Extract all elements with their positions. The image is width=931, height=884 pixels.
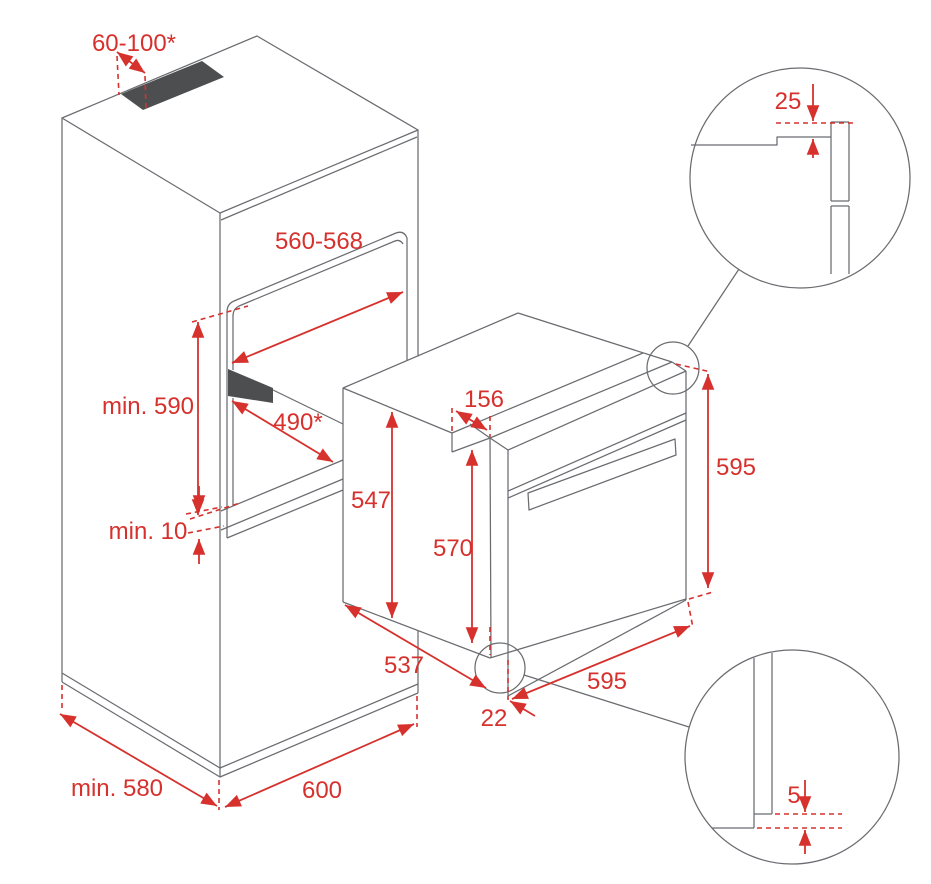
dim-vent-top — [116, 51, 147, 111]
niche-floor-front-edge — [220, 459, 344, 512]
dim-body-depth — [344, 604, 491, 689]
oven-bottom-left-edge — [342, 601, 491, 659]
dim-cabinet-width — [224, 696, 418, 808]
niche-frame-bottom — [226, 489, 344, 539]
label-clearance: min. 10 — [109, 518, 188, 545]
dim-clearance-bottom — [185, 486, 225, 564]
oven-unit — [342, 312, 687, 697]
oven-door-handle — [527, 438, 677, 511]
label-niche-depth: 490* — [273, 409, 322, 436]
label-panel-width: 595 — [587, 668, 627, 695]
label-panel-height: 595 — [716, 454, 756, 481]
dim-niche-width-arrow — [231, 291, 404, 364]
oven-top-right-edge — [517, 312, 673, 363]
label-body-depth: 537 — [384, 652, 424, 679]
dim-detail-bottom-gap — [757, 780, 842, 854]
detail-callouts — [474, 67, 911, 865]
cabinet-top-face — [61, 35, 419, 214]
label-detail-top-gap: 25 — [775, 88, 802, 115]
dim-niche-depth-arrow — [231, 400, 334, 463]
oven-top-back-edge — [342, 312, 519, 389]
oven-bottom-front-edge — [489, 598, 687, 659]
oven-front-left-edge — [489, 437, 492, 658]
cabinet-base-edges — [61, 681, 419, 778]
oven-panel-top-edges — [489, 361, 687, 451]
dim-front-overhang — [507, 660, 536, 717]
cabinet-top-edge-inner — [220, 136, 418, 221]
dim-niche-height — [189, 305, 249, 520]
detail-circle-bottom — [684, 649, 900, 865]
label-detail-bottom-gap: 5 — [787, 782, 800, 809]
label-vent-top: 60-100* — [92, 30, 176, 57]
detail-circle-top — [689, 67, 911, 289]
label-cabinet-width: 600 — [302, 777, 342, 804]
dimension-labels: 60-100* 560-568 min. 590 490* min. 10 54… — [71, 30, 801, 809]
cabinet-plinth-line — [61, 672, 419, 769]
oven-control-panel-seam — [507, 412, 687, 499]
callout-leader-top — [687, 268, 740, 347]
dim-panel-height — [675, 363, 715, 600]
label-front-height: 570 — [433, 535, 473, 562]
dim-panel-width — [511, 601, 694, 700]
niche-vent-strip — [228, 369, 273, 403]
niche-shelf-lower-edge — [220, 478, 344, 531]
label-niche-height: min. 590 — [102, 393, 194, 420]
detail-bottom-section — [712, 653, 773, 829]
label-cabinet-depth: min. 580 — [71, 775, 163, 802]
detail-top-section — [691, 121, 850, 274]
callout-ring-top-corner — [646, 341, 700, 395]
dim-cabinet-depth — [59, 685, 220, 810]
label-body-height: 547 — [351, 487, 391, 514]
top-vent-strip — [121, 61, 224, 110]
niche-frame-outer — [226, 231, 408, 538]
label-top-recess: 156 — [464, 386, 504, 413]
dim-detail-top-gap — [776, 84, 853, 158]
dimension-annotations — [59, 51, 853, 854]
label-niche-width: 560-568 — [275, 228, 363, 255]
dim-top-recess — [451, 408, 491, 437]
label-overhang: 22 — [481, 705, 508, 732]
oven-top-step-notch — [342, 387, 491, 453]
